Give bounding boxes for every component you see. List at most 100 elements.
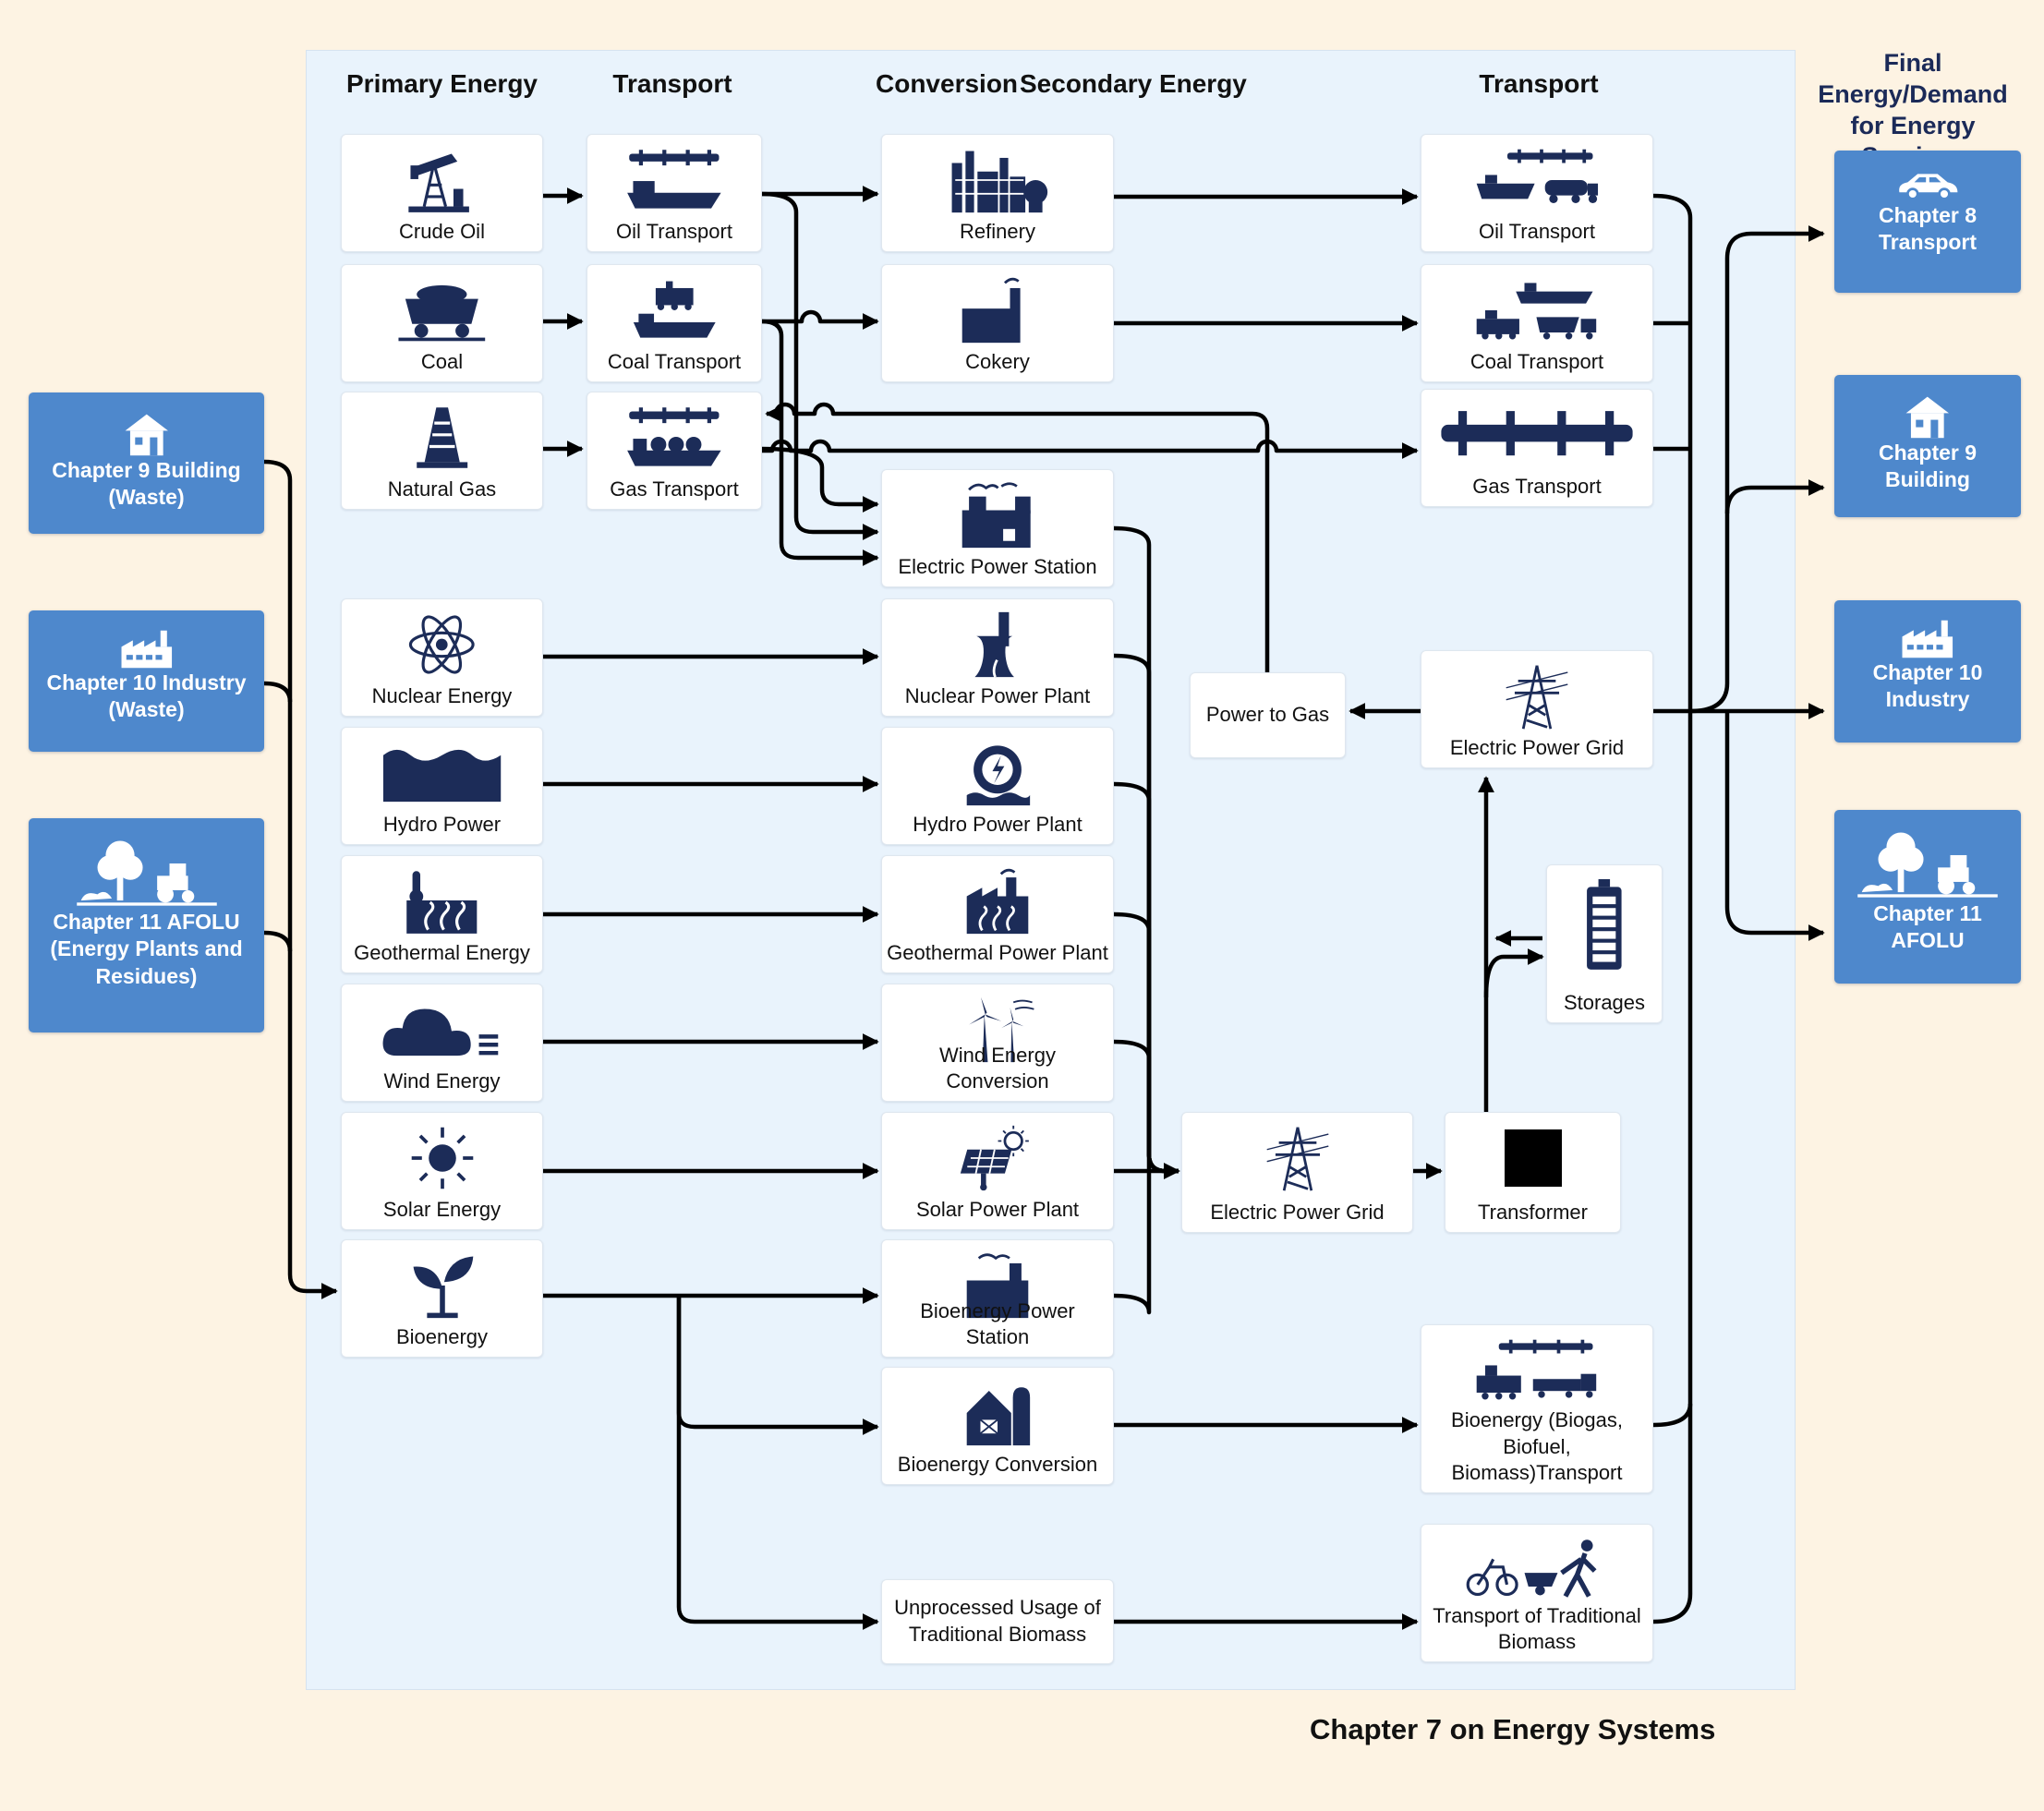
header-primary-energy: Primary Energy (346, 69, 538, 98)
transport-primary-label: Gas Transport (610, 477, 739, 501)
transport-secondary-electric-power-grid: Electric Power Grid (1421, 650, 1653, 768)
conversion-unprocessed-usage-of-traditional-biomass: Unprocessed Usage of Traditional Biomass (881, 1579, 1114, 1664)
transformer-icon (1445, 1122, 1620, 1194)
header-transport-secondary: Transport (1479, 69, 1599, 98)
transport-primary-label: Coal Transport (607, 350, 742, 374)
conversion-label: Unprocessed Usage of Traditional Biomass (894, 1596, 1101, 1646)
primary-label: Natural Gas (387, 477, 497, 501)
transport-primary-oil-transport: Oil Transport (587, 134, 762, 252)
pipeline-ship-truck-icon (1421, 144, 1652, 216)
house-icon (29, 411, 264, 457)
transport-primary-label: Oil Transport (616, 220, 732, 244)
secondary-storages: Storages (1546, 864, 1663, 1023)
farm-barn-icon (882, 1377, 1113, 1449)
primary-label: Hydro Power (382, 813, 502, 837)
flow-connector (1689, 225, 1825, 714)
flow-connector (762, 309, 879, 330)
secondary-label: Electric Power Grid (1210, 1201, 1385, 1225)
transport-primary-gas-transport: Gas Transport (587, 392, 762, 510)
primary-bioenergy: Bioenergy (341, 1239, 543, 1358)
secondary-label: Transformer (1478, 1201, 1588, 1225)
flow-connector (761, 319, 879, 566)
left-chapter-label: Chapter 9 Building (Waste) (52, 458, 241, 510)
conversion-geothermal-power-plant: Geothermal Power Plant (881, 855, 1114, 973)
primary-label: Crude Oil (399, 220, 485, 244)
flow-connector (1113, 1152, 1179, 1315)
flow-connector (762, 439, 1419, 459)
tree-tractor-icon (29, 837, 264, 909)
conversion-label: Electric Power Station (898, 555, 1097, 579)
primary-wind-energy: Wind Energy (341, 984, 543, 1102)
coal-cart-icon (342, 274, 542, 346)
house-icon (1834, 393, 2021, 440)
tree-tractor-icon (1834, 828, 2021, 900)
conversion-cokery: Cokery (881, 264, 1114, 382)
ship-train-truck-icon (1421, 274, 1652, 346)
flow-connector (1652, 193, 1693, 1428)
left-chapter-chapter-11-afolu-energy-plants-and-residues: Chapter 11 AFOLU (Energy Plants and Resi… (29, 818, 264, 1032)
secondary-label: Storages (1563, 991, 1646, 1015)
right-chapter-chapter-10-industry: Chapter 10 Industry (1834, 600, 2021, 743)
flow-connector (263, 930, 293, 952)
primary-label: Nuclear Energy (371, 684, 513, 708)
secondary-electric-power-grid: Electric Power Grid (1181, 1112, 1413, 1233)
right-chapter-chapter-11-afolu: Chapter 11 AFOLU (1834, 810, 2021, 984)
battery-icon (1547, 875, 1662, 976)
conversion-solar-power-plant: Solar Power Plant (881, 1112, 1114, 1230)
left-chapter-chapter-9-building-waste: Chapter 9 Building (Waste) (29, 392, 264, 534)
left-chapter-chapter-10-industry-waste: Chapter 10 Industry (Waste) (29, 610, 264, 752)
left-chapter-label: Chapter 11 AFOLU (Energy Plants and Resi… (50, 910, 243, 988)
flow-connector (1483, 948, 1544, 998)
header-conversion: Conversion (876, 69, 1019, 98)
conversion-wind-energy-conversion: Wind Energy Conversion (881, 984, 1114, 1102)
transport-secondary-oil-transport: Oil Transport (1421, 134, 1653, 252)
right-chapter-label: Chapter 11 AFOLU (1873, 901, 1982, 953)
flow-connector (765, 402, 1270, 672)
flow-connector (761, 191, 879, 540)
flow-connector (676, 1296, 879, 1435)
primary-crude-oil: Crude Oil (341, 134, 543, 252)
transport-secondary-label: Transport of Traditional Biomass (1433, 1603, 1641, 1654)
factory-icon (29, 629, 264, 670)
flow-connector (1724, 479, 1825, 514)
conversion-label: Cokery (965, 350, 1030, 374)
transport-primary-coal-transport: Coal Transport (587, 264, 762, 382)
conversion-label: Hydro Power Plant (913, 813, 1082, 837)
pipeline-train-truck-icon (1421, 1334, 1652, 1407)
primary-label: Wind Energy (383, 1069, 501, 1093)
transport-secondary-label: Bioenergy (Biogas, Biofuel, Biomass)Tran… (1451, 1408, 1623, 1485)
primary-nuclear-energy: Nuclear Energy (341, 598, 543, 717)
car-icon (1834, 169, 2021, 202)
primary-solar-energy: Solar Energy (341, 1112, 543, 1230)
flow-connector (1113, 781, 1179, 1174)
flow-connector (1113, 525, 1180, 1179)
transport-secondary-label: Coal Transport (1470, 350, 1604, 374)
conversion-label: Bioenergy Power Station (920, 1298, 1075, 1349)
sprout-icon (342, 1250, 542, 1322)
conversion-label: Solar Power Plant (915, 1198, 1080, 1222)
oil-pump-icon (342, 144, 542, 216)
conversion-label: Wind Energy Conversion (939, 1043, 1056, 1093)
right-chapter-label: Chapter 9 Building (1878, 441, 1977, 492)
sun-icon (342, 1122, 542, 1194)
primary-label: Bioenergy (395, 1325, 489, 1349)
right-chapter-label: Chapter 8 Transport (1878, 203, 1977, 255)
secondary-transformer: Transformer (1445, 1112, 1621, 1233)
conversion-label: Bioenergy Conversion (897, 1453, 1098, 1477)
primary-natural-gas: Natural Gas (341, 392, 543, 510)
thermometer-heat-icon (342, 865, 542, 937)
pipeline-ship-icon (587, 144, 761, 216)
power-pylon-icon (1182, 1122, 1412, 1194)
right-chapter-label: Chapter 10 Industry (1872, 660, 1983, 712)
pipeline-lng-ship-icon (587, 402, 761, 474)
atom-icon (342, 609, 542, 681)
flow-connector (1724, 711, 1825, 941)
power-station-icon (882, 479, 1113, 551)
primary-label: Solar Energy (382, 1198, 502, 1222)
cooling-tower-icon (882, 609, 1113, 681)
header-transport-primary: Transport (612, 69, 732, 98)
transport-secondary-label: Oil Transport (1479, 220, 1595, 244)
geothermal-plant-icon (882, 865, 1113, 937)
gas-derrick-icon (342, 402, 542, 474)
